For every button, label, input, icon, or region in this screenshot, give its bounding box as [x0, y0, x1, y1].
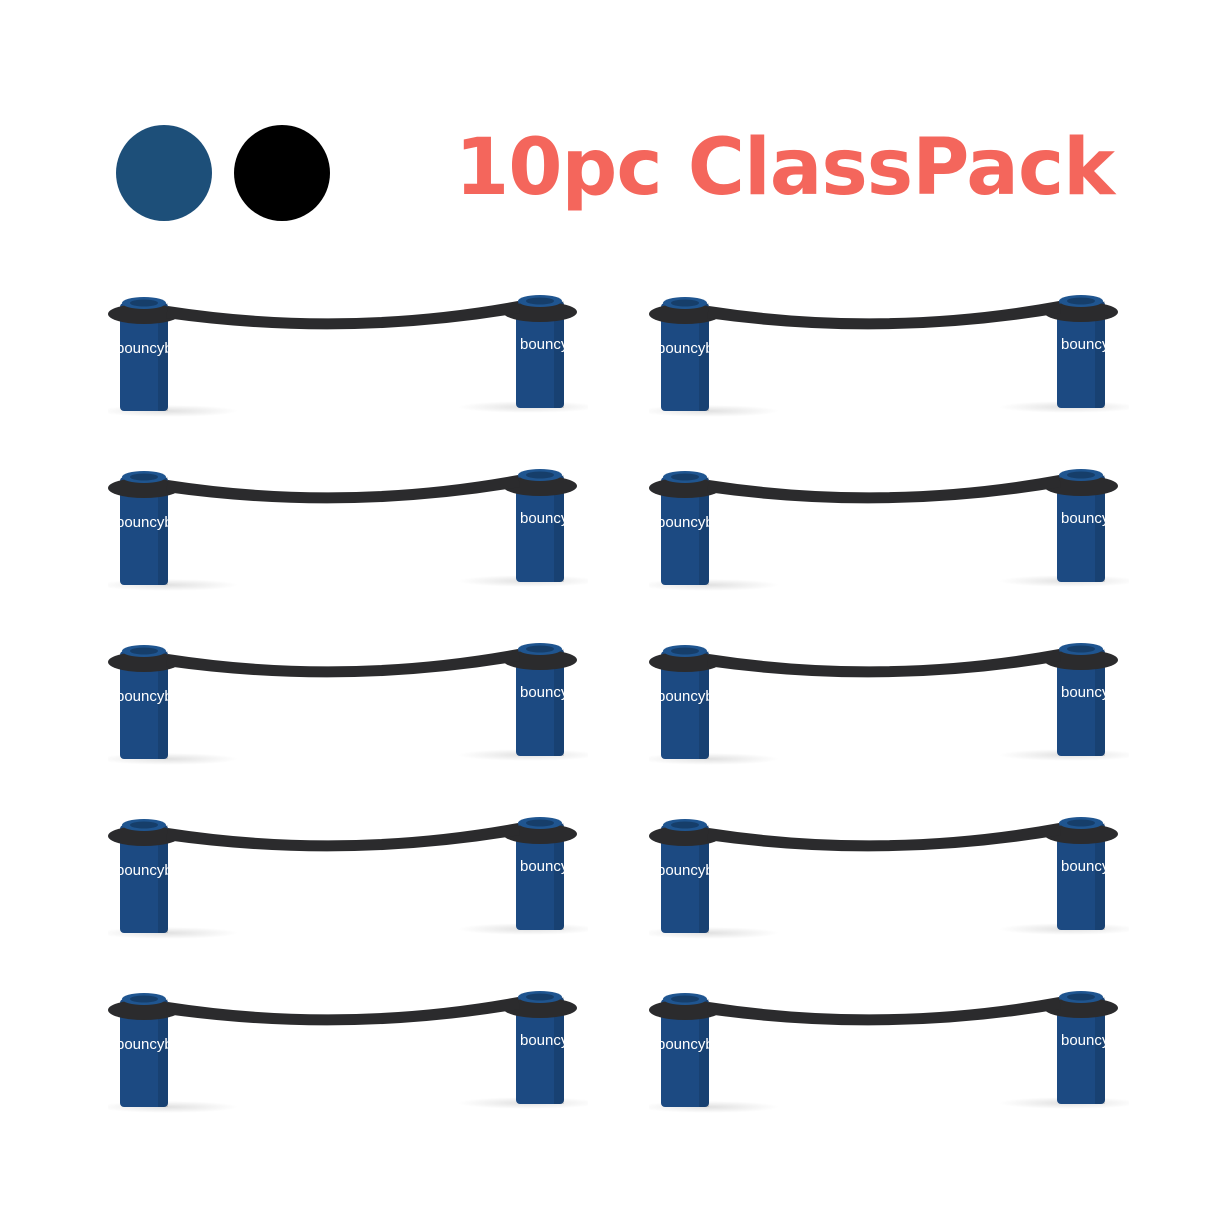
page-title: 10pc ClassPack: [455, 123, 1115, 213]
left-post: [120, 999, 168, 1107]
brand-logo-right: bouncyband: [1061, 684, 1129, 701]
right-post: [516, 823, 564, 930]
brand-logo-right: bouncyband: [520, 510, 588, 527]
right-post: [516, 475, 564, 582]
brand-logo-left: bouncyband: [657, 340, 739, 357]
brand-logo-right: bouncyband: [1061, 858, 1129, 875]
brand-logo-right: bouncyband: [520, 336, 588, 353]
brand-logo-left: bouncyband: [657, 862, 739, 879]
bouncy-band: bouncyband bouncyband: [98, 293, 598, 423]
brand-logo-left: bouncyband: [116, 862, 198, 879]
brand-logo-left: bouncyband: [657, 688, 739, 705]
left-post: [661, 651, 709, 759]
bouncy-band: bouncyband bouncyband: [98, 467, 598, 597]
bouncy-band: bouncyband bouncyband: [98, 641, 598, 771]
brand-logo-left: bouncyband: [657, 1036, 739, 1053]
left-post: [661, 303, 709, 411]
right-post: [1057, 997, 1105, 1104]
brand-logo-right: bouncyband: [1061, 510, 1129, 527]
right-post: [516, 997, 564, 1104]
strap: [108, 475, 577, 504]
brand-logo-right: bouncyband: [1061, 336, 1129, 353]
bouncy-band: bouncyband bouncyband: [639, 467, 1139, 597]
brand-logo-left: bouncyband: [116, 340, 198, 357]
left-post: [661, 825, 709, 933]
strap: [649, 997, 1118, 1026]
brand-logo-right: bouncyband: [1061, 1032, 1129, 1049]
bouncy-band: bouncyband bouncyband: [98, 989, 598, 1119]
left-post: [120, 825, 168, 933]
strap: [649, 475, 1118, 504]
right-post: [1057, 823, 1105, 930]
strap: [108, 997, 577, 1026]
left-post: [120, 477, 168, 585]
left-post: [120, 303, 168, 411]
color-swatch-blue[interactable]: [116, 125, 212, 221]
left-post: [661, 477, 709, 585]
brand-logo-left: bouncyband: [116, 688, 198, 705]
strap: [649, 301, 1118, 330]
bouncy-band: bouncyband bouncyband: [639, 989, 1139, 1119]
brand-logo-left: bouncyband: [116, 514, 198, 531]
right-post: [1057, 649, 1105, 756]
bouncy-band: bouncyband bouncyband: [639, 293, 1139, 423]
color-swatch-black[interactable]: [234, 125, 330, 221]
bouncy-band: bouncyband bouncyband: [639, 641, 1139, 771]
strap: [649, 823, 1118, 852]
left-post: [120, 651, 168, 759]
brand-logo-right: bouncyband: [520, 684, 588, 701]
strap: [108, 649, 577, 678]
right-post: [516, 649, 564, 756]
right-post: [1057, 301, 1105, 408]
brand-logo-left: bouncyband: [116, 1036, 198, 1053]
right-post: [516, 301, 564, 408]
bouncy-band: bouncyband bouncyband: [639, 815, 1139, 945]
brand-logo-right: bouncyband: [520, 858, 588, 875]
right-post: [1057, 475, 1105, 582]
left-post: [661, 999, 709, 1107]
bouncy-band: bouncyband bouncyband: [98, 815, 598, 945]
strap: [649, 649, 1118, 678]
brand-logo-right: bouncyband: [520, 1032, 588, 1049]
strap: [108, 301, 577, 330]
strap: [108, 823, 577, 852]
brand-logo-left: bouncyband: [657, 514, 739, 531]
